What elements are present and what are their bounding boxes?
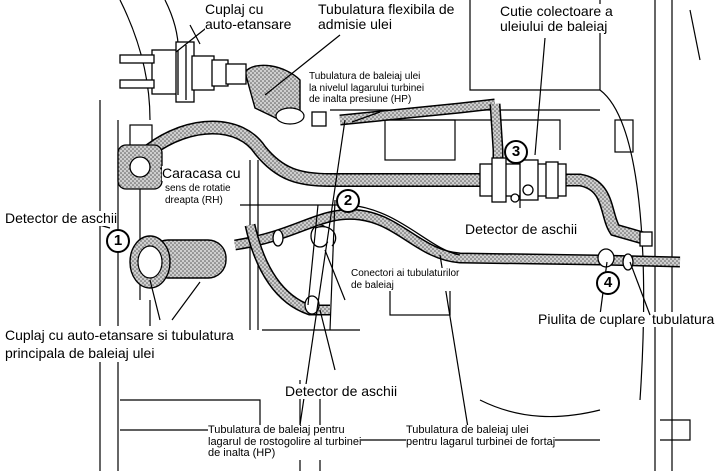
- gearbox-housing: [117, 144, 163, 190]
- label-sens-rotatie: sens de rotatie dreapta (RH): [165, 183, 231, 206]
- label-tubulatura: tubulatura: [652, 311, 715, 327]
- label-piulita: Piulita de cuplare: [538, 311, 646, 327]
- label-cuplaj-auto: Cuplaj cu auto-etansare: [205, 1, 292, 32]
- collector-box: [479, 157, 567, 203]
- label-detector-right: Detector de aschii: [465, 221, 578, 237]
- label-tubulatura-flexibila: Tubulatura flexibila de admisie ulei: [318, 1, 455, 32]
- scavenge-pipe-top-right: [339, 98, 496, 126]
- label-cuplaj-principala: Cuplaj cu auto-etansare si tubulatura pr…: [5, 326, 234, 363]
- label-detector-bottom: Detector de aschii: [285, 383, 398, 399]
- self-sealing-coupling: [119, 41, 247, 103]
- flexible-inlet-pipe: [244, 64, 305, 125]
- scavenge-pipe-right-loop: [560, 173, 652, 247]
- callout-4: 4: [596, 271, 620, 295]
- scavenge-pipe-middle: [234, 208, 681, 268]
- scavenge-pipe-upper: [143, 120, 487, 187]
- label-tub-fortaj: Tubulatura de baleiaj ulei pentru lagaru…: [406, 424, 556, 449]
- label-caracasa: Caracasa cu: [162, 165, 241, 181]
- callout-1: 1: [106, 229, 130, 253]
- callout-3: 3: [504, 140, 528, 164]
- label-cutie-colectoare: Cutie colectoare a uleiului de baleiaj: [500, 3, 613, 34]
- label-conectori: Conectori ai tubulaturilor de baleiaj: [351, 268, 460, 291]
- callout-2: 2: [336, 189, 360, 213]
- label-detector-left: Detector de aschii: [5, 210, 118, 226]
- label-tub-lagarul-hp: Tubulatura de baleiaj ulei la nivelul la…: [309, 71, 425, 106]
- main-scavenge-pipe: [129, 235, 227, 289]
- label-tub-rostogolire: Tubulatura de baleiaj pentru lagarul de …: [208, 424, 362, 460]
